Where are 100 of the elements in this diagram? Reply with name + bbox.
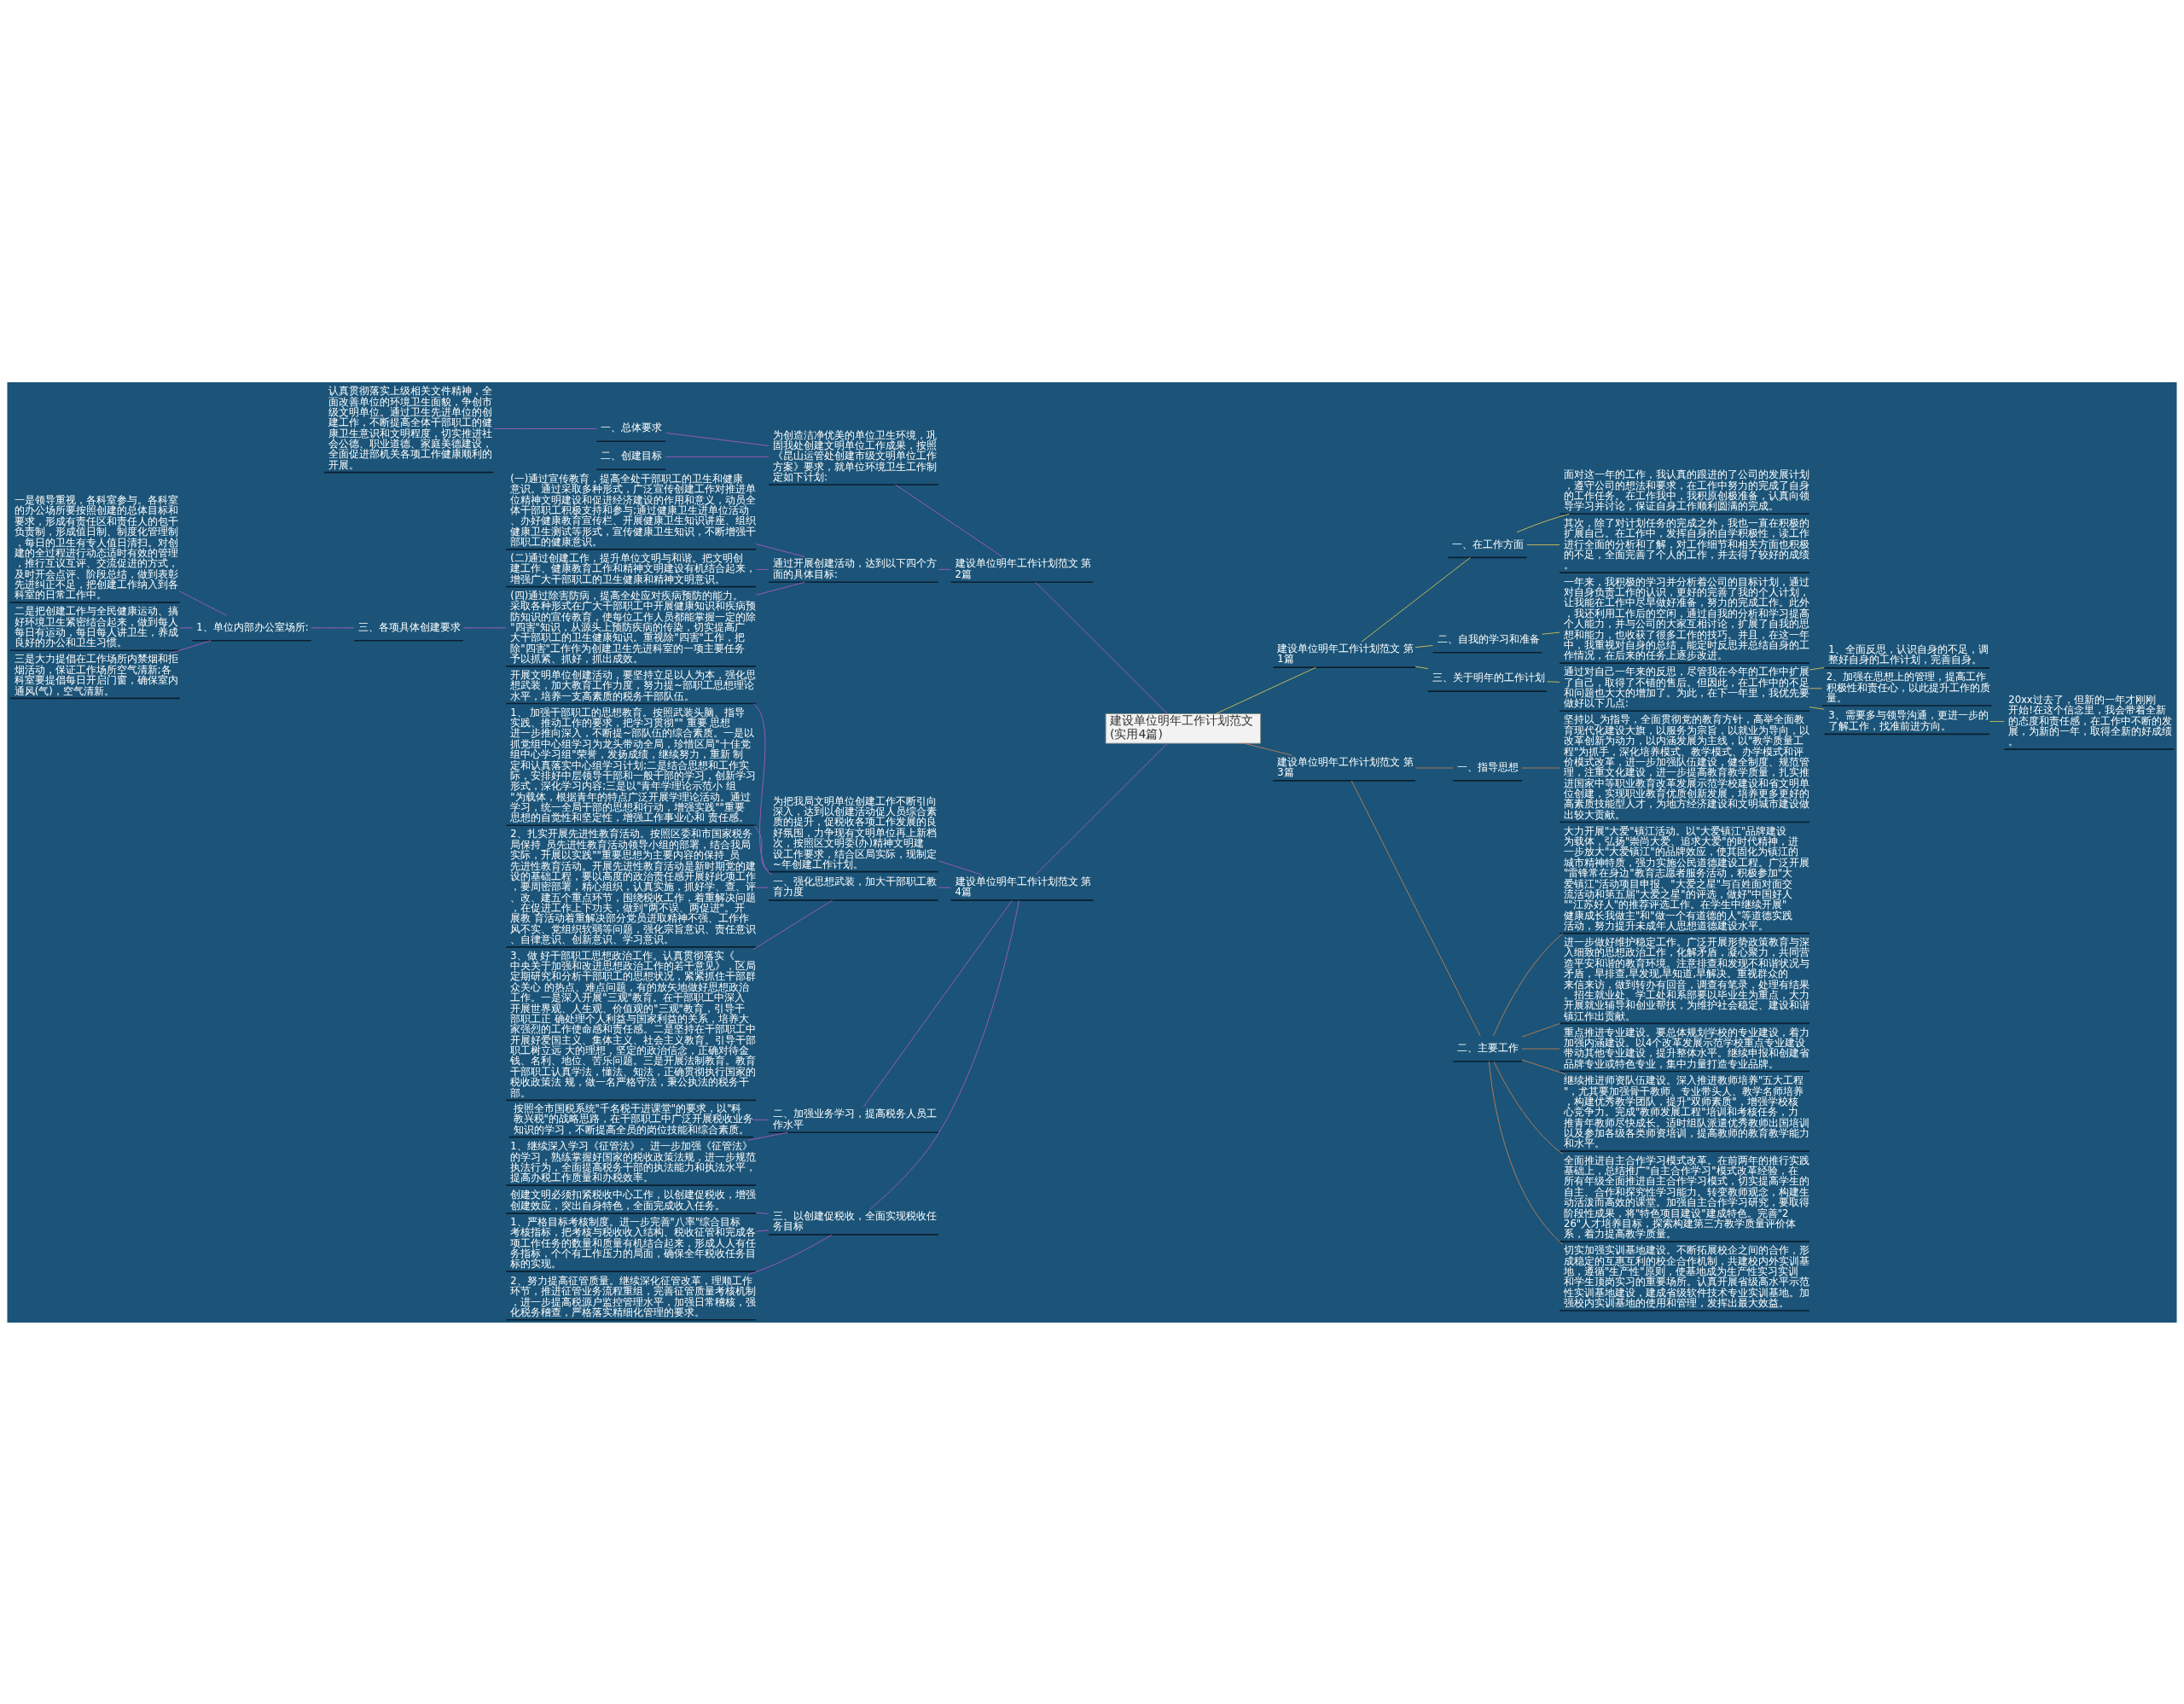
connector <box>752 899 834 950</box>
node-text: 通过对自己一年来的反思，尽管我在今年的工作中扩展了自己，取得了不错的售后。但因此，在工作中的不足和问题也大大的增加了。为此，在下一年里，我优先要做好以下几点: <box>1564 665 1810 709</box>
connector <box>1547 680 1560 683</box>
connector <box>752 702 772 875</box>
node-text: 重点推进专业建设。要总体规划学校的专业建设，着力加强内涵建设。以4个改革发展示范学校重点专业建设带动其他专业建设，提升整体水平。继续申报和创建省品牌专业或特色专业，集中力量打造专业品牌。 <box>1564 1026 1810 1070</box>
node-text: 切实加强实训基地建设。不断拓展校企之间的合作，形成稳定的互惠互利的校企合作机制，共建校内外实训基地，遵循"生产性"原则，使基地成为生产性实习实训和学生顶岗实习的重要场所。认真开展省级高水平示范性实训基地建设，建成省级软件技术专业实训基地。加强校内实训基地的使用和管理，发挥出最大效益。 <box>1564 1243 1810 1309</box>
connector <box>938 859 983 875</box>
connector <box>1414 767 1454 768</box>
connector <box>863 899 1013 1108</box>
node-text: 3、做 好干部职工思想政治工作。认真贯彻落实《_中央关于加强和改进思想政治工作的若干意见》，区局定期研究和分析干部职工的思想状况，紧紧抓住干部群众关心 的热点、难点问题，有的放矢地做好思想政治工作。一是深入开展"三观"教育。在干部职工中深入开展世界观、人生观、价值观的"三观"教育，引导干部职工正 确处理个人利益与国家利益的关系，培养大家强烈的工作使命感和责任感。二是坚持在干部职工中开展好爱国主义、集体主义、社会主义教育。引导干部职工树立远 大的理想，坚定的政治信念，正确对待金钱、名利、地位、苦乐问题。三是开展法制教育。教育干部职工认真学法，懂法、知法，正确贯彻执行国家的税收政策法 规，做一名严格守法，秉公执法的税务干部。 <box>510 949 757 1099</box>
connector <box>1516 513 1570 532</box>
connector <box>1035 742 1168 875</box>
connector <box>665 456 770 457</box>
connector <box>755 543 805 557</box>
node-text: 认真贯彻落实上级相关文件精神，全面改善单位的环境卫生面貌，争创市级文明单位。通过卫生先进单位的创建工作，不断提高全体干部职工的健康卫生意识和文明程度，切实推进社会公德、职业道德、家庭美德建设，全面促进部机关各项工作健康顺利的开展。 <box>328 384 492 471</box>
node-text: 三、以创建促税收，全面实现税收任务目标 <box>772 1209 937 1232</box>
node-text: (一)通过宣传教育，提高全处干部职工的卫生和健康意识。通过采取多种形式，广泛宣传创建工作对推进单位精神文明建设和促进经济建设的作用和意义，动员全体干部职工积极支持和参与;通过健康卫生进单位活动、办好健康教育宣传栏、开展健康卫生知识讲座、组织健康卫生测试等形式，宣传健康卫生知识，不断增强干部职工的健康意识。 <box>510 472 757 548</box>
node-text: 1、全面反思，认识自身的不足，调整好自身的工作计划，完善自身。 <box>1828 643 1989 666</box>
connector <box>747 1234 833 1275</box>
connector <box>938 568 951 570</box>
node-text: 其次，除了对计划任务的完成之外，我也一直在积极的扩展自己。在工作中，发挥自身的自学积极性，读工作进行全面的分析和了解，对工作细节和相关方面也积极的不足，全面完善了个人的工作，并去得了较好的成绩。 <box>1564 516 1810 571</box>
connector <box>1526 544 1560 545</box>
connector <box>869 899 1019 1210</box>
node-box: 建设单位明年工作计划范文(实用4篇) <box>1105 712 1261 744</box>
connector <box>1035 581 1168 714</box>
node-text: 二、自我的学习和准备 <box>1437 632 1540 645</box>
node-text: 二是把创建工作与全民健康运动、搞好环境卫生紧密结合起来，做到每人每日有运动，每日每人讲卫生，养成良好的办公和卫生习惯。 <box>14 604 178 648</box>
connector <box>753 824 773 875</box>
node-text: 20xx过去了，但新的一年才刚刚开始!在这个信念里，我会带着全新的态度和责任感，在工作中不断的发展，为新的一年，取得全新的好成绩。 <box>2008 693 2173 747</box>
node-text: 全面推进自主合作学习模式改革。在前两年的推行实践基础上，总结推广"自主合作学习"模式改革经验，在所有年级全面推进自主合作学习模式，切实提高学生的自主、合作和探究性学习能力。转变教师观念，构建生动活泼而高效的课堂。加强自主合作学习研究，要取得阶段性成果，将"特色项目建设"建成特色。完善"226"人才培养目标，探索构建第三方教学质量评价体系，着力提高教学质量。 <box>1564 1154 1810 1240</box>
node-text: (二)通过创建工作，提升单位文明与和谐。把文明创建工作、健康教育工作和精神文明建设有机结合起来，增强广大干部职工的卫生健康和精神文明意识。 <box>510 551 757 585</box>
node-text: 2、加强在思想上的管理，提高工作积极性和责任心，以此提升工作的质量。 <box>1826 670 1990 704</box>
connector <box>747 1131 788 1141</box>
connector <box>752 1119 770 1120</box>
node-text: 二、创建目标 <box>601 449 663 462</box>
connector <box>755 1212 770 1214</box>
connector <box>1493 1061 1564 1154</box>
node-text: 1、严格目标考核制度。进一步完善"八率"综合目标考核指标，把考核与税收收入结构、税收征管和完成各项工作任务的数量和质量有机结合起来，形成人人有任务指标，个个有工作压力的局面，确保全年税收任务目标的实现。 <box>510 1215 757 1270</box>
node-text: 创建文明必须扣紧税收中心工作，以创建促税收，增强创建效应，突出自身特色，全面完成收入任务。 <box>510 1188 757 1212</box>
node-text: 建设单位明年工作计划范文 第1篇 <box>1277 642 1414 665</box>
node-text: 2、扎实开展先进性教育活动。按照区委和市国家税务局保持_员先进性教育活动领导小组的部署，结合我局实际，开展以实践""重要思想为主要内容的保持_员先进性教育活动。开展先进性教育活动是新时期党的建设的基础工程，要以高度的政治责任感开展好此项工作，要周密部署，精心组织，认真实施，抓好学、查、评、改、建五个重点环节，围绕税收工作，着重解决问题，在促进工作上下功夫，做到"两不误、两促进"。开展教 育活动着重解决部分党员进取精神不强、工作作风不实、党组织软弱等问题，强化宗旨意识、责任意识、自律意识、创新意识、学习意识。 <box>510 827 757 945</box>
node-text: 1、继续深入学习《征管法》。进一步加强《征管法》的学习，熟练掌握好国家的税收政策法规，进一步规范执法行为，全面提高税务干部的执法能力和执法水平，提高办税工作质量和办税效率。 <box>510 1139 757 1183</box>
connector <box>1488 1061 1564 1245</box>
connector <box>311 626 355 628</box>
node-text: 三、各项具体创建要求 <box>358 620 462 633</box>
connector <box>1361 556 1471 643</box>
connector <box>1989 720 2005 722</box>
connector <box>895 484 1003 557</box>
node-text: 为把我局文明单位创建工作不断引向深入，达到以创建活动促人员综合素质的提升，促税收各项工作发展的良好氛围，力争现有文明单位再上新档次，按照区文明委(办)精神文明建设工作要求，结合区局实际，现制定~年创建工作计划。 <box>772 794 937 870</box>
connector <box>1521 1059 1567 1075</box>
connector <box>462 626 507 628</box>
node-text: 三是大力提倡在工作场所内禁烟和拒烟活动，保证工作场所空气清新;各科室要提倡每日开启门窗，确保室内通风(气)，空气清新。 <box>14 652 178 697</box>
node-text: 通过开展创建活动，达到以下四个方面的具体目标: <box>772 556 937 580</box>
connector <box>179 626 193 628</box>
connector <box>755 581 805 596</box>
node-text: 二、主要工作 <box>1457 1041 1519 1054</box>
node-text: 一、强化思想武装，加大干部职工教育力度 <box>772 875 937 898</box>
node-text: 按照全市国税系统"千名税干进课堂"的要求，以"科教兴税"的战略思路，在干部职工中广泛开展税收业务知识的学习，不断提高全员的岗位技能和综合素质。 <box>513 1102 753 1136</box>
connector <box>1521 1048 1560 1050</box>
node-text: 二、加强业务学习，提高税务人员工作水平 <box>772 1107 937 1131</box>
node-text: 建设单位明年工作计划范文 第4篇 <box>955 875 1092 898</box>
connector <box>1809 687 1822 689</box>
node-text: 3、需要多与领导沟通，更进一步的了解工作，找准前进方向。 <box>1828 708 1989 732</box>
connector <box>938 887 951 888</box>
connector <box>1243 742 1293 756</box>
connector <box>1215 666 1317 714</box>
connector <box>1492 932 1564 1037</box>
node-text: 三、关于明年的工作计划 <box>1432 671 1545 683</box>
connector <box>1414 666 1429 669</box>
node-text: (四)通过除害防病，提高全处应对疾病预防的能力。采取各种形式在广大干部职工中开展健康知识和疾病预防知识的宣传教育，使每位工作人员都能掌握一定的除"四害"知识，从源头上预防疾病的传染，切实提高广大干部职工的卫生健康知识。重视除"四害"工作，把除"四害"工作作为创建卫生先进科室的一项主要任务予以抓紧、抓好，抓出成效。 <box>510 589 757 665</box>
connector <box>1350 780 1481 1037</box>
node-text: 一、指导思想 <box>1457 760 1519 773</box>
connector <box>755 887 770 888</box>
connector <box>665 432 770 446</box>
node-text: 面对这一年的工作，我认真的跟进的了公司的发展计划，遵守公司的想法和要求，在工作中努力的完成了自身的工作任务。在工作我中，我积原创极准备，认真向领导学习并讨论，保证自身工作顺利圆满的完成。 <box>1564 468 1810 512</box>
connector <box>1521 767 1560 768</box>
connector <box>1809 666 1825 670</box>
connector <box>1809 706 1825 710</box>
connector <box>170 639 212 654</box>
node-text: 一年来，我积极的学习并分析着公司的目标计划，通过对自身负责工作的认识，更好的完善了我的个人计划，让我能在工作中尽早做好准备，努力的完成工作。此外，我还利用工作后的空闲，通过自我的分析和学习提高个人能力，并与公司的大家互相讨论，扩展了自我的思想和能力，也收获了很多工作的技巧。并且，在这一年中，我重视对自身的总结，能定时反思并总结自身的工作情况，在后来的任务上逐步改进。 <box>1564 575 1810 661</box>
node-text: 坚持以_为指导，全面贯彻党的教育方针，高举全面教育现代化建设大旗，以服务为宗旨，以就业为导向，以改革创新为动力，以内涵发展为主线，以"教学质量工程"为抓手，深化培养模式、教学模式、办学模式和评价模式改革，进一步加强队伍建设，健全制度、规范管理，注重文化建设，进一步提高教育教学质量，扎实推进国家中等职业教育改革发展示范学校建设和省文明单位创建，实现职业教育优质创新发展，培养更多更好的高素质技能型人才，为地方经济建设和文明城市建设做出较大贡献。 <box>1564 712 1810 821</box>
node-text: 建设单位明年工作计划范文 第2篇 <box>955 556 1092 580</box>
node-text: 进一步做好维护稳定工作。广泛开展形势政策教育与深入细致的思想政治工作，化解矛盾，凝心聚力，共同营造平安和谐的教育环境。注意排查和发现不和谐状况与矛盾，早排查,早发现,早知道,早解决。重视群众的来信来访，做到转办有回音，调查有笔录，处理有结果。招生就业处、学工处和系部要以毕业生为重点，大力开展就业辅导和创业帮扶，为维护社会稳定、建设和谐镇江作出贡献。 <box>1564 935 1810 1022</box>
connector <box>1521 1022 1561 1038</box>
node-text: 建设单位明年工作计划范文 第3篇 <box>1277 755 1414 778</box>
connector <box>493 427 597 429</box>
node-text: 一、在工作方面 <box>1452 538 1525 550</box>
node-text: 一是领导重视，各科室参与。各科室的办公场所要按照创建的总体目标和要求，形成有责任区和责任人的包干负责制，形成值日制、制度化管理制，每日的卫生有专人值日清扫。对创建的全过程进行动态适时有效的管理，推行互议互评、交流促进的方式，及时开会点评、阶段总结，做到表彰先进纠正不足，把创建工作纳入到各科室的日常工作中。 <box>14 493 178 601</box>
node-text: 为创造洁净优美的单位卫生环境，巩固我处创建文明单位工作成果，按照《昆山运管处创建市级文明单位工作方案》要求，就单位环境卫生工作制定如下计划: <box>772 428 937 483</box>
connector <box>1542 631 1560 635</box>
node-text: 大力开展"大爱"镇江活动。以"大爱镇江"品牌建设为载体，弘扬"崇尚大爱、追求大爱"的时代精神，进一步放大"大爱镇江"的品牌效应，使其固化为镇江的城市精神特质，强力实施公民道德建设工程。广泛开展"雷锋常在身边"教育志愿者服务活动，积极参加"大爱镇江"活动项目申报、"大爱之星"与百姓面对面交流活动和第五届"大爱之星"的评选，做好"中国好人""江苏好人"的推荐评选工作。在学生中继续开展"健康成长我做主"和"做一个有道德的人"等道德实践活动，努力提升未成年人思想道德建设水平。 <box>1564 824 1810 932</box>
connector <box>1414 644 1433 648</box>
node-text: 1、单位内部办公室场所: <box>196 620 309 633</box>
node-text: 一、总体要求 <box>601 421 663 433</box>
node-text: 2、努力提高征管质量。继续深化征管改革，理顺工作环节，推进征管业务流程重组，完善征管质量考核机制，进一步提高税源户监控管理水平，加强日常稽核，强化税务稽查，严格落实精细化管理的要求。 <box>510 1274 757 1318</box>
node-text: 开展文明单位创建活动，要坚持立足以人为本，强化思想武装，加大教育工作力度，努力提~部职工思想理论水平，培养一支高素质的税务干部队伍。 <box>510 668 757 702</box>
connector <box>755 568 770 570</box>
node-text: 1、 加强干部职工的思想教育。按照武装头脑、指导实践、推动工作的要求，把学习贯彻"" 重要 思想进一步推向深入，不断提~部队伍的综合素质。一是以抓党组中心组学习为龙头带动全局，珍惜区局"十佳党组中心学习组"荣誉，发扬成绩，继续努力，重新 制定和认真落实中心组学习计划;二是结合思想和工作实际，安排好中层领导干部和一般干部的学习，创新学习形式，深化学习内容;三是以"青年学理论示范小 组"为载体，根据青年的特点广泛开展学理论活动。通过学习，统一全局干部的思想和行动，增强实践""重要思想的自觉性和坚定性，增强工作事业心和 责任感。 <box>510 706 757 823</box>
connector <box>179 590 227 615</box>
connector <box>755 1229 770 1232</box>
